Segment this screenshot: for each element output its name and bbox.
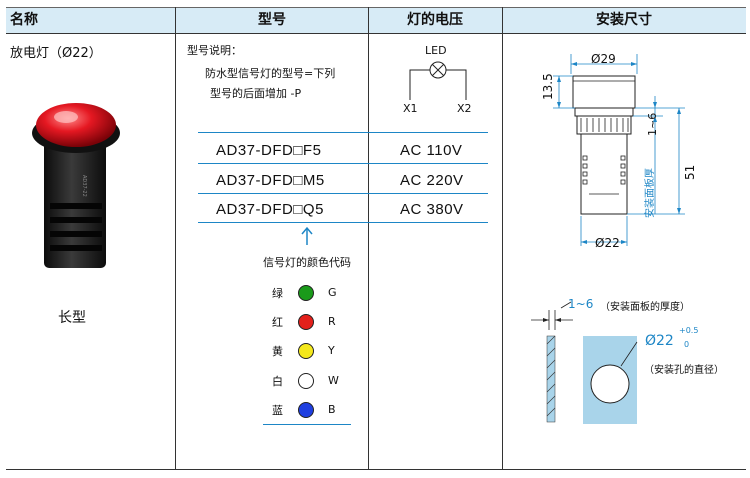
model-note-title: 型号说明： xyxy=(187,44,242,57)
yellow-dot xyxy=(298,343,314,359)
led-circuit-diagram xyxy=(409,61,467,100)
table-top-border xyxy=(6,7,746,8)
white-dot xyxy=(298,373,314,389)
panel-thickness-range: 1~6 xyxy=(568,297,594,311)
model-note-line2: 型号的后面增加 -P xyxy=(210,87,302,100)
row-divider xyxy=(198,163,488,164)
hole-note: （安装孔的直径） xyxy=(644,365,724,376)
color-code-title: 信号灯的颜色代码 xyxy=(263,256,351,269)
model-note-line1: 防水型信号灯的型号=下列 xyxy=(205,67,336,80)
table-header xyxy=(6,7,746,33)
header-model: 型号 xyxy=(258,12,286,28)
model-voltage: AC 220V xyxy=(400,172,464,189)
circuit-terminal-x1: X1 xyxy=(403,102,418,115)
dimension-drawing xyxy=(553,54,685,246)
hole-tolerance-lower: 0 xyxy=(684,340,690,349)
header-voltage: 灯的电压 xyxy=(407,12,463,28)
product-type: 长型 xyxy=(58,310,86,326)
header-name: 名称 xyxy=(10,12,38,28)
dim-panel-label: 安装面板厚 xyxy=(645,168,656,218)
header-dimensions: 安装尺寸 xyxy=(596,12,652,28)
arrow-up-icon xyxy=(301,226,313,245)
mounting-hole-drawing xyxy=(531,301,638,424)
blue-dot xyxy=(298,402,314,418)
model-code: AD37-DFD□F5 xyxy=(216,142,322,159)
legend-underline xyxy=(263,424,351,425)
panel-thickness-note: （安装面板的厚度） xyxy=(600,302,690,313)
column-divider xyxy=(175,7,176,469)
product-name: 放电灯（Ø22） xyxy=(10,46,102,61)
column-divider xyxy=(502,7,503,469)
svg-text:AD37-22: AD37-22 xyxy=(81,175,87,197)
dim-bottom-diameter: Ø22 xyxy=(595,236,620,250)
dim-head-height: 13.5 xyxy=(541,73,555,100)
row-divider xyxy=(198,193,488,194)
table-bottom-border xyxy=(6,469,746,470)
red-dot xyxy=(298,314,314,330)
model-code: AD37-DFD□M5 xyxy=(216,172,325,189)
circuit-terminal-x2: X2 xyxy=(457,102,472,115)
hole-tolerance-upper: +0.5 xyxy=(679,326,699,335)
product-image: AD37-22 xyxy=(32,103,120,268)
circuit-led-label: LED xyxy=(425,44,447,57)
hole-diameter: Ø22 xyxy=(645,333,674,349)
row-divider xyxy=(198,132,488,133)
header-divider xyxy=(6,33,746,34)
row-divider xyxy=(198,222,488,223)
dim-panel-range: 1~6 xyxy=(646,112,659,136)
column-divider xyxy=(368,7,369,469)
dim-total-height: 51 xyxy=(683,164,697,180)
model-voltage: AC 380V xyxy=(400,201,464,218)
model-voltage: AC 110V xyxy=(400,142,463,159)
model-code: AD37-DFD□Q5 xyxy=(216,201,324,218)
green-dot xyxy=(298,285,314,301)
dim-top-diameter: Ø29 xyxy=(591,52,616,66)
